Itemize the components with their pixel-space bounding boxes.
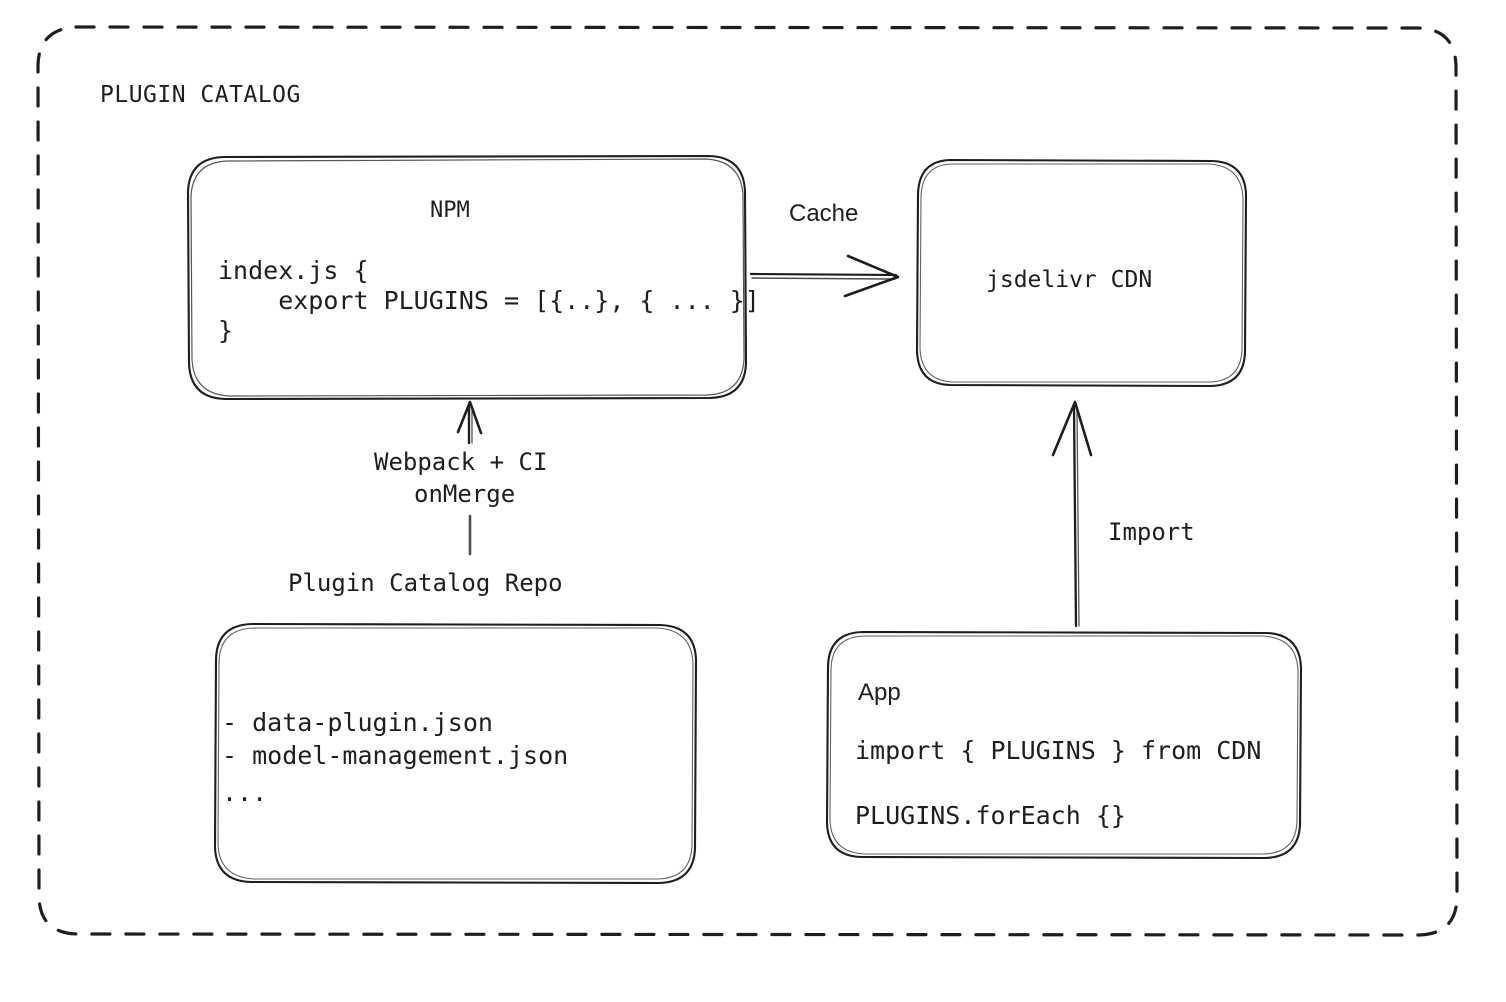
repo-node-shape[interactable]	[213, 622, 698, 885]
cdn-node-shape[interactable]	[915, 158, 1248, 388]
repo-node-title: Plugin Catalog Repo	[288, 569, 563, 597]
edge-label-webpack-ci: Webpack + CI	[374, 448, 548, 476]
cdn-node-title: jsdelivr CDN	[986, 267, 1153, 293]
app-node-shape[interactable]	[825, 630, 1303, 860]
edge-label-onmerge: onMerge	[414, 480, 516, 508]
app-node-title: App	[858, 679, 901, 706]
edge-label-cache: Cache	[789, 200, 859, 227]
npm-node-title: NPM	[430, 198, 470, 223]
app-code-line: import { PLUGINS } from CDN	[855, 736, 1262, 765]
plugin-catalog-group-border	[36, 25, 1459, 937]
arrow-repo-to-npm	[456, 400, 483, 556]
repo-file-item: ...	[222, 778, 268, 807]
npm-code-line: export PLUGINS = [{..}, { ... }]	[218, 286, 760, 315]
arrow-app-to-cdn	[1051, 400, 1093, 628]
npm-code-line: index.js {	[218, 256, 369, 285]
repo-file-item: - data-plugin.json	[222, 708, 493, 737]
app-code-line: PLUGINS.forEach {}	[855, 801, 1126, 830]
arrow-npm-to-cdn	[749, 254, 900, 298]
repo-file-item: - model-management.json	[222, 741, 569, 770]
npm-node-shape[interactable]	[186, 154, 748, 401]
npm-code-line: }	[218, 316, 234, 345]
edge-label-import: Import	[1108, 518, 1195, 546]
group-title: PLUGIN CATALOG	[100, 82, 301, 108]
